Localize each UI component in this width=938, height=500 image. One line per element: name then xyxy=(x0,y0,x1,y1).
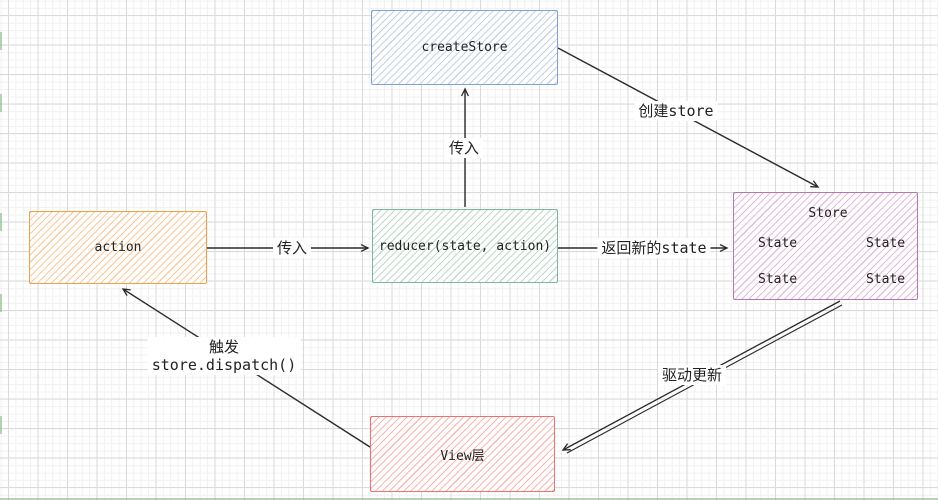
edge-label-dispatch-call: store.dispatch() xyxy=(151,356,297,374)
left-edge-artifact xyxy=(0,94,2,112)
node-createstore: createStore xyxy=(371,10,558,85)
edge-label-trigger: 触发 xyxy=(208,338,239,356)
node-action: action xyxy=(29,211,207,284)
node-action-label: action xyxy=(94,240,142,255)
edge-label-pass-in-horizontal: 传入 xyxy=(272,238,312,258)
edge-label-create-store: 创建store xyxy=(634,101,718,121)
node-reducer: reducer(state, action) xyxy=(372,209,558,283)
left-edge-artifact xyxy=(0,416,2,434)
bottom-edge-artifact xyxy=(0,498,938,500)
node-view-label: View层 xyxy=(440,448,485,464)
left-edge-artifact xyxy=(0,213,2,231)
left-edge-artifact xyxy=(0,32,2,50)
node-createstore-label: createStore xyxy=(421,40,508,55)
node-reducer-label: reducer(state, action) xyxy=(378,238,552,254)
node-store-title: Store xyxy=(808,206,848,221)
node-store: Store State State State State xyxy=(733,192,918,300)
store-state-label: State xyxy=(866,272,906,287)
edge-label-trigger-dispatch: 触发 store.dispatch() xyxy=(147,337,301,375)
store-state-label: State xyxy=(758,236,798,251)
edge-label-drive-update: 驱动更新 xyxy=(657,365,727,385)
node-view: View层 xyxy=(370,416,555,492)
store-state-label: State xyxy=(866,236,906,251)
edge-label-pass-in-vertical: 传入 xyxy=(444,138,484,158)
edge-label-return-new-state: 返回新的state xyxy=(597,238,711,258)
store-state-label: State xyxy=(758,272,798,287)
left-edge-artifact xyxy=(0,294,2,312)
